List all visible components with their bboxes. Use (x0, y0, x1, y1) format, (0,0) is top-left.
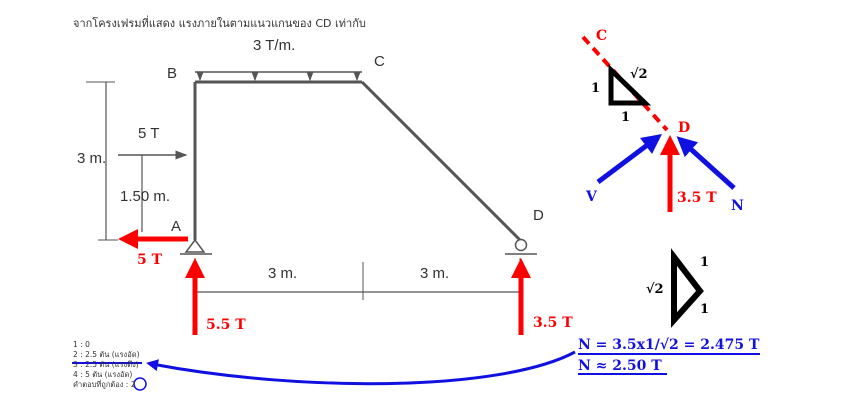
free-body-sketch (581, 35, 736, 328)
tri2-hyp: √2 (646, 282, 664, 297)
node-c-label: C (374, 53, 385, 70)
node-d-label: D (533, 207, 544, 224)
horizontal-force-label: 5 T (138, 125, 159, 142)
reaction-a-vertical-label: 5.5 T (206, 317, 246, 333)
dim-mid-label: 1.50 m. (120, 188, 170, 205)
choice-4[interactable]: 4 : 5 ตัน (แรงอัด) (73, 370, 133, 379)
v-force-arrow (596, 134, 662, 184)
reaction-d-vertical-label: 3.5 T (533, 315, 573, 331)
span-right-label: 3 m. (420, 265, 449, 282)
slope-triangle-2 (671, 248, 704, 328)
fbd-label-d: D (678, 120, 690, 136)
frame-structure (86, 71, 537, 300)
choice-1[interactable]: 1 : 0 (73, 340, 90, 349)
answer-line: คำตอบที่ถูกต้อง : 2 (73, 380, 140, 390)
tri1-hyp: √2 (630, 67, 648, 82)
n-force-arrow (676, 136, 736, 190)
fbd-label-c: C (596, 28, 607, 44)
dim-height-label: 3 m. (77, 150, 106, 167)
answer-value: 2 (130, 380, 136, 389)
tri1-side-bottom: 1 (621, 110, 630, 125)
answer-circle (133, 377, 147, 391)
solution-line-1: N = 3.5x1/√2 = 2.475 T (578, 337, 760, 353)
choices-list: 1 : 0 2 : 2.5 ตัน (แรงอัด) 3 : 2.5 ตัน (… (73, 340, 140, 390)
tri1-side-left: 1 (591, 81, 600, 96)
reaction-arrows (118, 229, 531, 335)
fbd-label-v: V (585, 189, 598, 205)
node-b-label: B (167, 65, 177, 82)
answer-link-arrow (146, 350, 576, 386)
fbd-force-label: 3.5 T (677, 190, 717, 206)
fbd-label-n: N (731, 198, 744, 214)
load-label: 3 T/m. (253, 37, 295, 54)
question-text: จากโครงเฟรมที่แสดง แรงภายในตามแนวแกนของ … (73, 17, 366, 30)
span-left-label: 3 m. (268, 265, 297, 282)
solution-line-2: N ≈ 2.50 T (578, 358, 662, 374)
answer-label: คำตอบที่ถูกต้อง : (73, 380, 129, 389)
node-a-label: A (171, 218, 181, 235)
tri2-side-bottom: 1 (700, 302, 709, 317)
choice-2[interactable]: 2 : 2.5 ตัน (แรงอัด) (73, 350, 140, 359)
tri2-side-top: 1 (700, 255, 709, 270)
choice-3[interactable]: 3 : 2.5 ตัน (แรงดึง) (73, 360, 139, 369)
slope-triangle-1 (608, 64, 652, 106)
reaction-a-horizontal-label: 5 T (137, 252, 163, 268)
